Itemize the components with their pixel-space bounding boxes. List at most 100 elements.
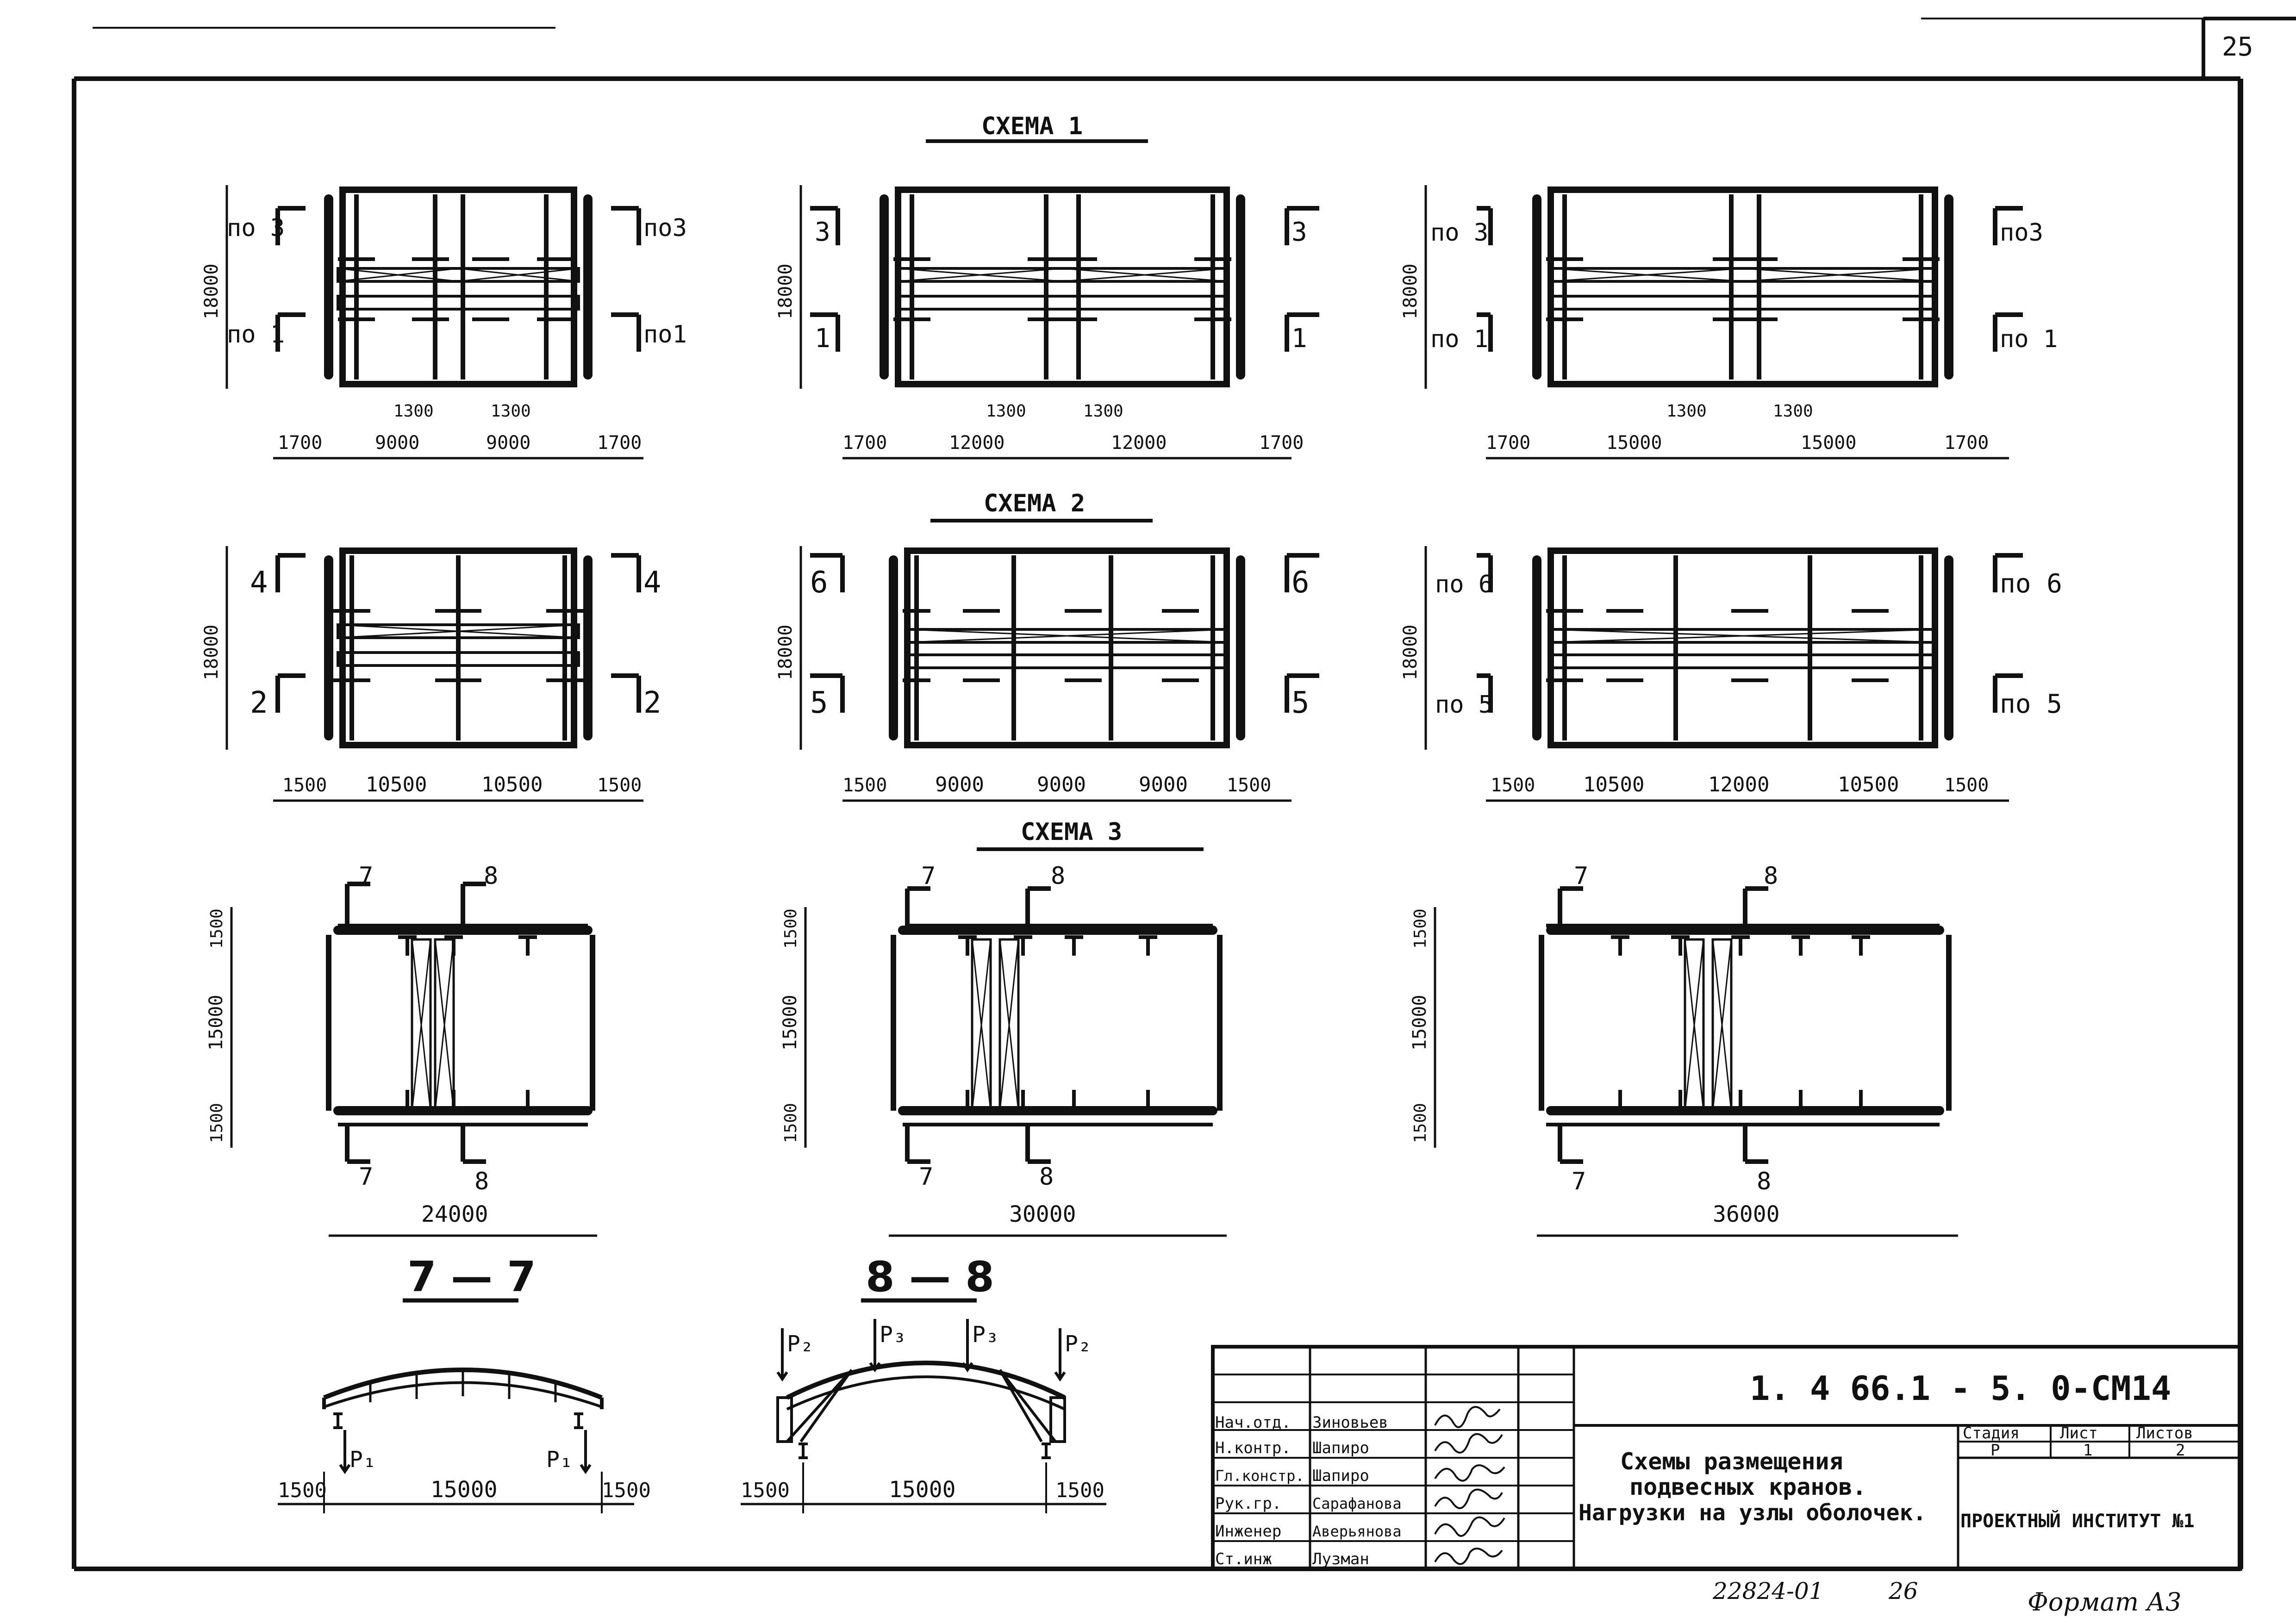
cut-8-bot: 8 [1757,1168,1771,1195]
span-dim-4: 1700 [1259,432,1304,454]
cut-label-right-top: по3 [643,214,687,242]
span-dim-4: 1700 [1944,432,1989,454]
organization: ПРОЕКТНЫЙ ИНСТИТУТ №1 [1960,1510,2195,1532]
sheet-label: Лист [2060,1424,2098,1443]
cut-label-right-bot: 5 [1292,686,1310,720]
span-dim-4: 1500 [597,775,642,796]
section-7-7-title: 7 — 7 [407,1253,536,1301]
dim-right: 1500 [602,1479,651,1502]
name-4: Сарафанова [1312,1495,1402,1512]
dim-right: 1500 [1055,1479,1104,1502]
cut-7-top: 7 [1574,862,1588,890]
scheme-3-plan-2: 7 8 7 8 1500 15000 1500 30000 [780,862,1227,1237]
height-dim: 18000 [1400,625,1421,680]
inner-dim-a: 1300 [1666,402,1707,421]
cut-label-right-bot: по 1 [2000,325,2058,353]
span-dim: 36000 [1713,1201,1780,1227]
role-3: Гл.констр. [1215,1467,1304,1485]
cut-label-right-top: 4 [643,566,661,600]
span-dim-1: 1500 [282,775,327,796]
load-p2-left: P₂ [787,1331,814,1357]
cut-7-top: 7 [359,862,373,890]
scheme-1-title: СХЕМА 1 [981,112,1083,140]
load-p3-left: P₃ [880,1322,906,1348]
cut-7-bot: 7 [359,1163,373,1191]
span-dim-1: 1700 [1486,432,1530,454]
span-dim-2: 9000 [935,773,984,796]
inner-dim-a: 1300 [393,402,434,421]
load-p1-right: P₁ [546,1447,573,1473]
span-dim-2: 9000 [375,432,419,454]
span-dim-5: 1500 [1944,775,1989,796]
scheme-1-plan-3: по 3 по 1 по3 по 1 18000 1300 1300 1700 … [1400,185,2058,460]
dim-top: 1500 [781,908,800,949]
cut-label-right-bot: 1 [1292,323,1307,354]
title-block: 1. 4 66.1 - 5. 0-СМ14 Схемы размещения п… [1211,1345,2242,1571]
inner-dim-b: 1300 [491,402,531,421]
scheme-2-plan-2: 6 5 6 5 18000 1500 9000 9000 9000 1500 [775,546,1319,802]
dim-left: 1500 [741,1479,790,1502]
span-dim-3: 9000 [1037,773,1086,796]
dim-bot: 1500 [1411,1103,1430,1143]
sheet-frame [72,17,2296,1571]
stage-label: Стадия [1963,1424,2020,1443]
cut-label-left-top: 3 [815,217,830,247]
cut-label-right-top: 6 [1292,566,1310,600]
dim-bot: 1500 [781,1103,800,1143]
dim-top: 1500 [207,908,226,949]
sheet-number: 25 [2222,32,2253,62]
section-8-8: P₂ P₃ P₃ P₂ 1500 15000 1500 [741,1319,1106,1513]
cut-7-top: 7 [921,862,936,890]
scheme-2-title: СХЕМА 2 [984,490,1085,517]
cut-label-left-top: 4 [250,566,268,600]
cut-label-right-top: 3 [1292,217,1307,247]
span-dim-1: 1500 [842,775,887,796]
document-code: 1. 4 66.1 - 5. 0-СМ14 [1750,1369,2171,1408]
scheme-1-plan-2: 3 1 3 1 18000 1300 1300 1700 12000 12000… [775,185,1319,460]
height-dim: 18000 [775,625,796,680]
span-dim-4: 10500 [1838,773,1899,796]
span-dim-3: 10500 [481,773,543,796]
cut-7-bot: 7 [919,1163,933,1191]
span-dim-1: 1700 [842,432,887,454]
span-dim-3: 12000 [1708,773,1769,796]
cut-label-left-bot: 2 [250,686,268,720]
span-dim-4: 9000 [1139,773,1188,796]
format-note: Формат А3 [2028,1587,2182,1617]
cut-label-left-top: 6 [810,566,828,600]
name-2: Шапиро [1312,1439,1369,1457]
span-dim-2: 12000 [949,432,1004,454]
cut-8-top: 8 [1764,862,1778,890]
section-7-7: P₁ P₁ 1500 15000 1500 [278,1368,651,1513]
span-dim: 24000 [421,1201,488,1227]
scheme-3-title: СХЕМА 3 [1021,818,1122,846]
role-2: Н.контр. [1215,1439,1291,1457]
cut-label-left-bot: 1 [815,323,830,354]
span-dim-2: 10500 [366,773,427,796]
load-p3-right: P₃ [972,1322,999,1348]
cut-label-left-top: по 3 [1430,219,1488,247]
inner-dim-a: 1300 [986,402,1026,421]
cut-label-left-top: по 3 [227,214,285,242]
height-dim: 18000 [1400,264,1421,319]
drawing-title-line-3: Нагрузки на узлы оболочек. [1578,1500,1926,1526]
dim-mid: 15000 [889,1477,956,1503]
page-number-bottom: 26 [1888,1578,1918,1604]
stage-value: Р [1990,1441,2000,1460]
cut-label-left-bot: по 1 [1430,325,1488,353]
dim-bot: 1500 [207,1103,226,1143]
scheme-3-plan-3: 7 8 7 8 1500 15000 1500 36000 [1409,862,1958,1237]
inner-dim-b: 1300 [1083,402,1123,421]
load-p2-right: P₂ [1065,1331,1092,1357]
section-8-8-title: 8 — 8 [866,1253,994,1301]
scheme-3-plan-1: 7 8 7 8 1500 15000 1500 24000 [206,862,597,1237]
inner-dim-b: 1300 [1773,402,1813,421]
cut-label-right-top: по 6 [2000,569,2062,599]
cut-8-top: 8 [1051,862,1065,890]
cut-8-bot: 8 [1039,1163,1054,1191]
signatures [1434,1406,1505,1565]
span-dim-5: 1500 [1227,775,1271,796]
role-5: Инженер [1215,1522,1281,1541]
drawing-title-line-1: Схемы размещения [1620,1448,1843,1475]
span-dim: 30000 [1009,1201,1076,1227]
